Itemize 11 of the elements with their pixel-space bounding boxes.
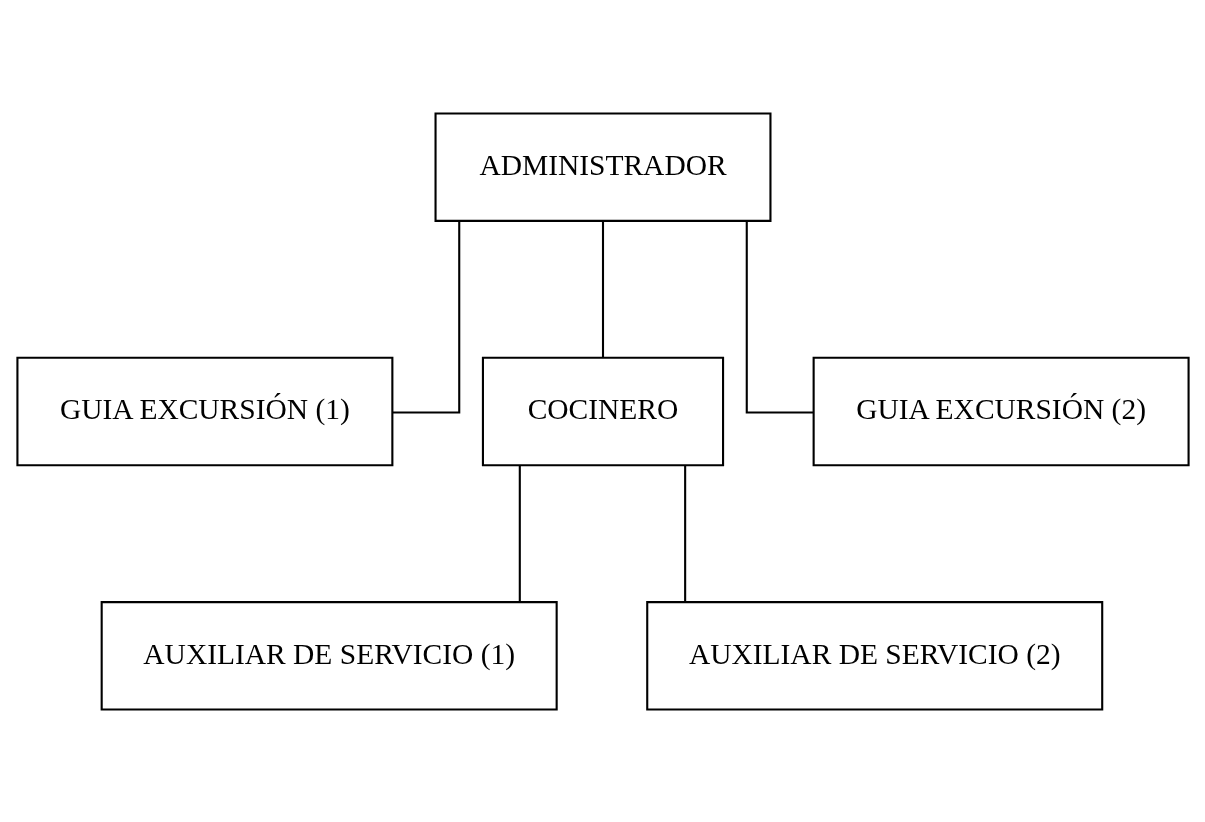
connector bbox=[391, 220, 460, 414]
connector bbox=[518, 465, 521, 602]
node-box: COCINERO bbox=[481, 356, 724, 466]
node-box: ADMINISTRADOR bbox=[434, 111, 771, 222]
node-box: AUXILIAR DE SERVICIO (2) bbox=[645, 600, 1103, 711]
connector bbox=[601, 220, 604, 357]
connector bbox=[745, 220, 814, 414]
node-box: AUXILIAR DE SERVICIO (1) bbox=[100, 600, 558, 711]
node-box: GUIA EXCURSIÓN (2) bbox=[812, 356, 1190, 466]
connector bbox=[683, 465, 686, 602]
node-box: GUIA EXCURSIÓN (1) bbox=[15, 356, 393, 466]
